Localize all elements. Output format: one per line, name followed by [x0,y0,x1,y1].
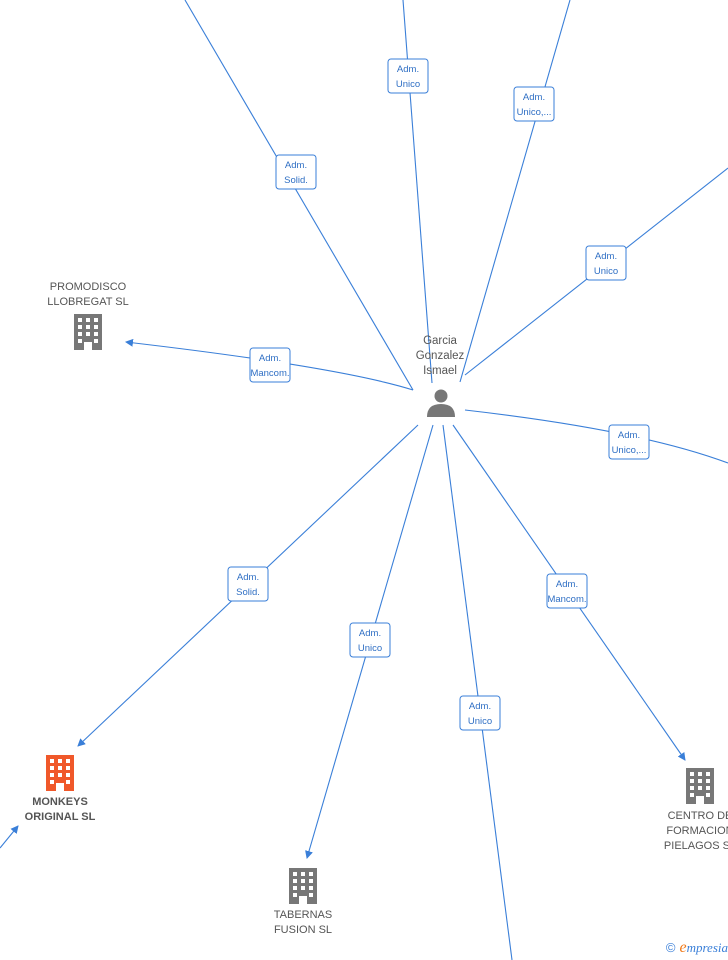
role-label[interactable]: Adm. Unico,... [608,424,650,460]
role-box [275,154,317,190]
role-box [349,622,391,658]
role-box [513,86,555,122]
role-text: Solid. [236,587,260,598]
company-label: MONKEYS [32,796,88,808]
edge-line [184,0,414,391]
company-label: FORMACION [666,825,728,837]
role-box [227,566,269,602]
edge-line [125,338,414,391]
role-box [546,573,588,609]
role-text: Unico [468,716,492,727]
role-text: Adm. [259,353,281,364]
role-text: Adm. [523,92,545,103]
building-icon [686,768,714,804]
building-icon [289,868,317,904]
building-icon [74,314,102,350]
person-label: Ismael [423,365,457,377]
role-text: Adm. [618,430,640,441]
role-text: Mancom. [547,594,586,605]
role-label[interactable]: Adm. Unico [585,245,627,281]
company-node-promodisco[interactable]: PROMODISCO LLOBREGAT SL [47,281,129,350]
person-label: Gonzalez [416,350,465,362]
company-label: PIELAGOS SL [664,840,728,852]
role-text: Adm. [469,701,491,712]
role-text: Adm. [595,251,617,262]
roles-layer: Adm.Solid.Adm.UnicoAdm.Unico,...Adm.Unic… [227,58,650,731]
person-label: Garcia [423,335,457,347]
company-label: CENTRO DE [668,810,728,822]
role-box [387,58,429,94]
role-label[interactable]: Adm. Mancom. [546,573,588,609]
role-label[interactable]: Adm. Solid. [275,154,317,190]
company-label: TABERNAS [274,909,332,921]
brand-name: mpresia [686,940,728,955]
role-text: Unico [594,266,618,277]
edge-line [402,0,433,384]
role-label[interactable]: Adm. Unico,... [513,86,555,122]
company-node-monkeys[interactable]: MONKEYS ORIGINAL SL [25,755,96,823]
role-text: Unico [358,643,382,654]
role-box [249,347,291,383]
edge-line [442,424,513,960]
company-label: ORIGINAL SL [25,811,96,823]
role-text: Mancom. [250,368,289,379]
role-label[interactable]: Adm. Unico [459,695,501,731]
role-text: Solid. [284,175,308,186]
role-label[interactable]: Adm. Mancom. [249,347,291,383]
company-label: FUSION SL [274,924,332,936]
role-text: Adm. [237,572,259,583]
edge-line [0,825,19,849]
role-box [608,424,650,460]
brand-initial: e [679,939,687,956]
company-node-centro[interactable]: CENTRO DE FORMACION PIELAGOS SL [664,768,728,852]
role-text: Adm. [359,628,381,639]
role-text: Adm. [397,64,419,75]
role-label[interactable]: Adm. Unico [387,58,429,94]
edge-line [459,0,571,383]
role-box [585,245,627,281]
role-label[interactable]: Adm. Solid. [227,566,269,602]
nodes-layer: PROMODISCO LLOBREGAT SL MONKEYS ORIGINAL SL… [25,281,728,936]
building-icon [46,755,74,791]
role-text: Adm. [556,579,578,590]
role-text: Adm. [285,160,307,171]
copyright-symbol: © [665,940,676,955]
role-text: Unico,... [517,107,552,118]
empresia-watermark: ©empresia [666,939,728,957]
company-label: LLOBREGAT SL [47,296,129,308]
edge-line [464,409,728,464]
role-box [459,695,501,731]
role-text: Unico [396,79,420,90]
company-label: PROMODISCO [50,281,127,293]
company-node-tabernas[interactable]: TABERNAS FUSION SL [274,868,332,936]
role-text: Unico,... [612,445,647,456]
person-icon [427,389,455,417]
role-label[interactable]: Adm. Unico [349,622,391,658]
